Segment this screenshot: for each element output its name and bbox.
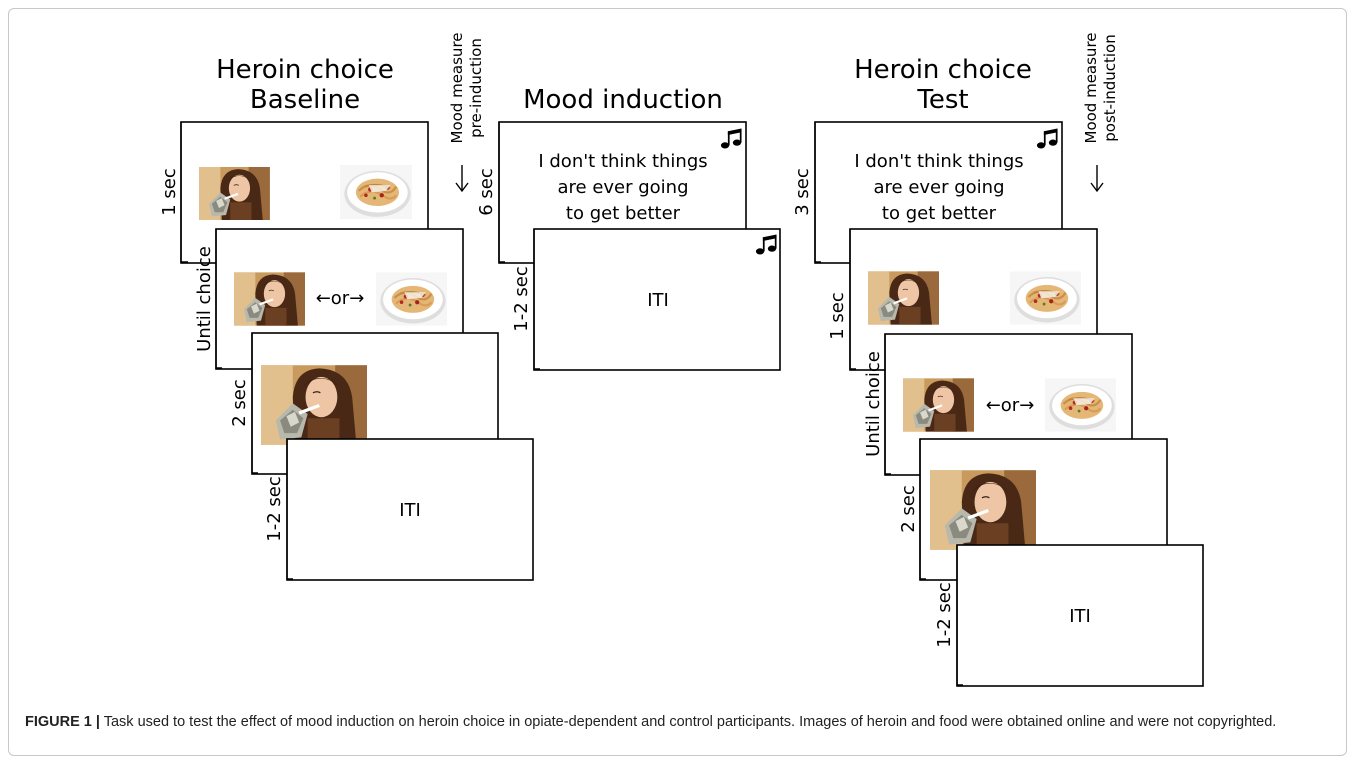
baseline-iti-duration-label: 1-2 sec [264, 476, 285, 541]
induction-iti-screen [533, 228, 781, 371]
test-title-line2: Test [916, 85, 968, 115]
caption-label: FIGURE 1 | [25, 714, 100, 730]
figure-frame [8, 8, 1347, 756]
test-2sec-bracket [919, 439, 926, 580]
baseline-title-line1: Heroin choice [216, 55, 394, 85]
test-1sec-label: 1 sec [827, 292, 848, 340]
heroin-image [261, 365, 367, 445]
baseline-iti-text: ITI [399, 500, 421, 521]
baseline-1sec-label: 1 sec [159, 168, 180, 216]
down-arrow-icon [1090, 165, 1104, 193]
test-1sec-bracket [849, 229, 856, 370]
mood-measure-pre-line2: pre-induction [467, 38, 485, 138]
heroin-image [199, 167, 270, 220]
food-image [376, 272, 447, 326]
test-iti-screen [956, 544, 1204, 687]
baseline-until-choice-label: Until choice [194, 246, 215, 352]
figure-caption: FIGURE 1 | Task used to test the effect … [25, 712, 1335, 732]
test-or-text: ←or→ [986, 395, 1035, 416]
food-image [340, 165, 412, 219]
induction-6sec-bracket [498, 122, 505, 263]
heroin-image [234, 272, 305, 326]
statement-line2: are ever going [557, 177, 688, 198]
down-arrow-icon [455, 165, 469, 193]
baseline-choice-bracket [215, 229, 222, 369]
test-2sec-label: 2 sec [898, 485, 919, 533]
test-iti-text: ITI [1069, 606, 1091, 627]
baseline-2sec-bracket [251, 333, 258, 474]
baseline-2sec-label: 2 sec [229, 379, 250, 427]
mood-measure-post-line1: Mood measure [1082, 32, 1100, 143]
food-image [1045, 378, 1116, 432]
mood-measure-pre-line1: Mood measure [448, 32, 466, 143]
induction-iti-text: ITI [647, 290, 669, 311]
baseline-iti-screen [286, 438, 534, 581]
induction-title: Mood induction [523, 85, 723, 115]
induction-iti-bracket [533, 229, 540, 370]
test-iti-duration-label: 1-2 sec [934, 582, 955, 647]
statement-line3: to get better [566, 203, 681, 224]
test-statement-line3: to get better [882, 203, 997, 224]
baseline-1sec-bracket [180, 122, 188, 263]
induction-6sec-label: 6 sec [476, 168, 497, 216]
induction-iti-duration-label: 1-2 sec [511, 266, 532, 331]
test-title-line1: Heroin choice [854, 55, 1032, 85]
test-iti-bracket [956, 545, 963, 686]
test-statement-line1: I don't think things [854, 151, 1023, 172]
test-until-choice-label: Until choice [863, 351, 884, 457]
test-3sec-label: 3 sec [792, 168, 813, 216]
baseline-or-text: ←or→ [316, 288, 365, 309]
baseline-iti-bracket [286, 439, 293, 580]
test-3sec-bracket [814, 122, 821, 263]
heroin-image [903, 378, 974, 432]
statement-line1: I don't think things [538, 151, 707, 172]
food-image [1010, 271, 1081, 325]
baseline-title-line2: Baseline [250, 85, 360, 115]
task-diagram: Heroin choice Baseline 1 sec ←or→ Until … [159, 32, 1204, 687]
caption-text: Task used to test the effect of mood ind… [99, 714, 1277, 730]
test-choice-bracket [884, 334, 891, 475]
test-statement-line2: are ever going [873, 177, 1004, 198]
heroin-image [868, 271, 939, 325]
mood-measure-post-line2: post-induction [1101, 34, 1119, 142]
heroin-image [930, 470, 1036, 550]
